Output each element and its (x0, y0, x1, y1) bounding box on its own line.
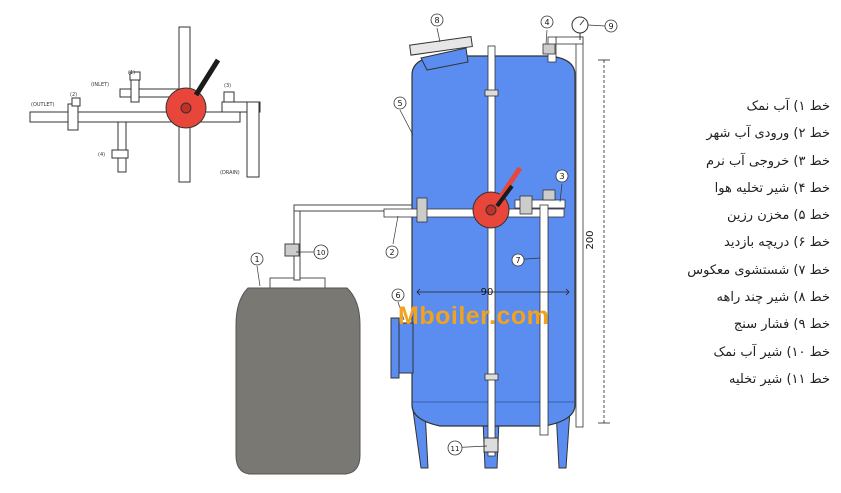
legend-item-5: خط ۵) مخزن رزین (727, 208, 830, 224)
pressure-gauge (571, 16, 589, 40)
height-dimension: 200 (585, 230, 596, 249)
callout-6-label: 6 (395, 291, 400, 300)
legend-item-1: خط ۱) آب نمک (746, 99, 830, 114)
dimension-lines (416, 59, 610, 424)
small-marker-2: (2) (70, 92, 77, 98)
callout-7: 7 (511, 253, 525, 267)
legend-item-2: خط ۲) ورودی آب شهر (706, 126, 830, 142)
small-marker-4: (4) (98, 152, 105, 158)
brine-tank (235, 277, 361, 475)
callout-5: 5 (393, 96, 407, 110)
callout-8: 8 (430, 13, 444, 27)
callout-1: 1 (250, 252, 264, 266)
legend-item-11: خط ۱۱) شیر تخلیه (728, 371, 830, 387)
legend-item-10: خط ۱۰) شیر آب نمک (713, 344, 830, 360)
callout-4: 4 (540, 15, 554, 29)
callout-4-label: 4 (544, 18, 549, 27)
legend-item-7: خط ۷) شستشوی معکوس (687, 262, 830, 278)
callout-11-label: 11 (451, 445, 460, 453)
small-marker-3: (3) (224, 83, 231, 89)
small-marker-1: (1) (128, 70, 135, 76)
callout-1-label: 1 (254, 255, 259, 264)
legend: خط ۱) آب نمک خط ۲) ورودی آب شهر خط ۳) خر… (640, 93, 830, 393)
legend-item-9: خط ۹) فشار سنج (733, 317, 830, 333)
center-pipe (484, 45, 499, 457)
callout-5-label: 5 (397, 99, 402, 108)
drain-valve (483, 437, 499, 453)
legend-item-8: خط ۸) شیر چند راهه (716, 290, 830, 306)
drain-label: (DRAIN) (220, 170, 240, 176)
callout-2: 2 (385, 245, 399, 259)
callout-3: 3 (555, 169, 569, 183)
brine-line (284, 204, 420, 281)
callout-10-label: 10 (317, 249, 326, 257)
inlet-label: (INLET) (91, 82, 109, 88)
multiport-valve (472, 166, 523, 229)
callout-2-label: 2 (389, 248, 394, 257)
callout-7-label: 7 (515, 256, 520, 265)
callout-10: 10 (313, 244, 329, 260)
legend-item-3: خط ۳) خروجی آب نرم (705, 153, 830, 169)
callout-8-label: 8 (434, 16, 439, 25)
callout-6: 6 (391, 288, 405, 302)
callout-9-label: 9 (608, 22, 613, 31)
callout-3-label: 3 (559, 172, 564, 181)
valve-schematic (29, 26, 261, 183)
callout-11: 11 (447, 440, 463, 456)
outlet-label: (OUTLET) (31, 102, 55, 108)
callout-9: 9 (604, 19, 618, 33)
legend-item-6: خط ۶) دریچه بازدید (724, 235, 830, 251)
legend-item-4: خط ۴) شیر تخلیه هوا (714, 180, 830, 196)
watermark: Mboiler.com (398, 302, 550, 330)
width-dimension: 90 (481, 287, 494, 298)
